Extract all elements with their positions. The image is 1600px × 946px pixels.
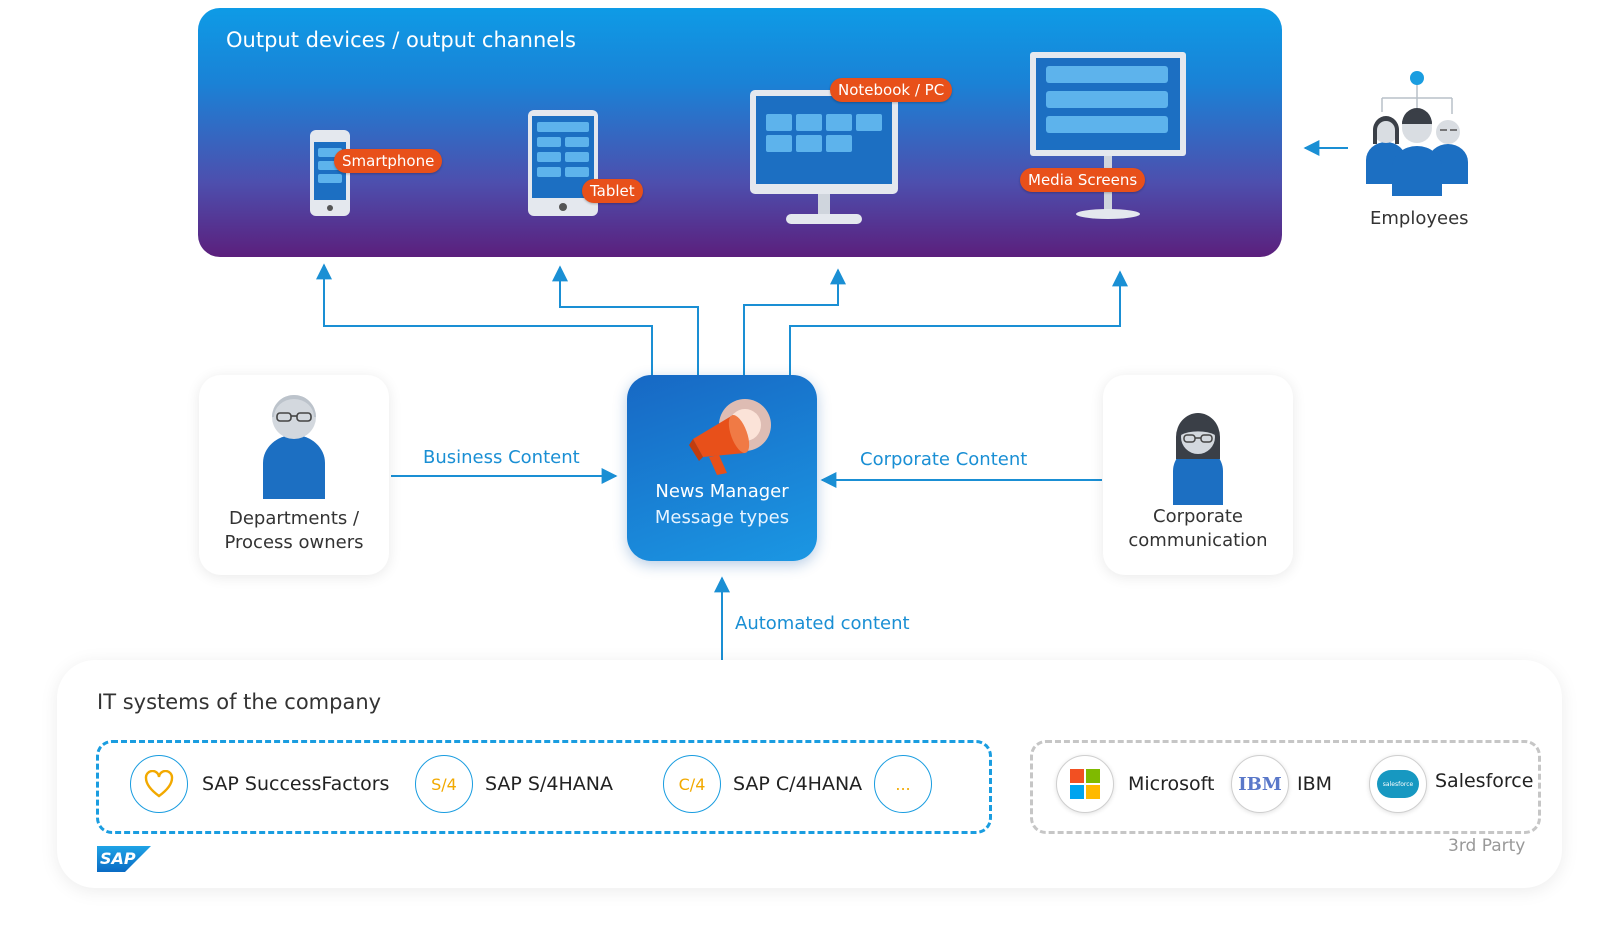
output-devices-panel: Output devices / output channels Smartph… (198, 8, 1282, 257)
business-content-label: Business Content (423, 447, 580, 468)
arrow-to-notebook (743, 268, 846, 375)
salesforce-label: Salesforce (1435, 770, 1534, 792)
corporate-label-line1: Corporate (1153, 506, 1243, 527)
sap-successfactors-label: SAP SuccessFactors (202, 773, 390, 795)
media-screen-icon (1030, 52, 1186, 219)
ibm-label: IBM (1297, 773, 1333, 795)
departments-label-line1: Departments / (228, 508, 360, 529)
corporate-label-line2: communication (1128, 530, 1268, 551)
ibm-icon: IBM (1231, 755, 1289, 813)
third-party-group: Microsoft IBM IBM salesforce Salesforce (1030, 740, 1541, 834)
s4-icon: S/4 (415, 755, 473, 813)
microsoft-label: Microsoft (1128, 773, 1215, 795)
hub-subtitle: Message types (654, 507, 790, 528)
arrow-to-tablet (552, 265, 699, 375)
employees-icon (1366, 71, 1468, 196)
arrow-to-media-screens (789, 270, 1128, 375)
departments-label-line2: Process owners (224, 532, 364, 553)
sap-logo-text: SAP (100, 849, 136, 868)
hub-title: News Manager (655, 481, 789, 502)
microsoft-icon (1056, 755, 1114, 813)
sap-logo: SAP (97, 846, 151, 872)
corporate-communication-card: Corporate communication (1103, 375, 1293, 575)
employees-label: Employees (1370, 208, 1469, 229)
tablet-tag: Tablet (582, 179, 643, 203)
it-systems-title: IT systems of the company (97, 690, 382, 714)
heart-icon (130, 755, 188, 813)
more-icon: ... (874, 755, 932, 813)
c4-icon: C/4 (663, 755, 721, 813)
sap-systems-group: SAP SuccessFactors S/4 SAP S/4HANA C/4 S… (96, 740, 992, 834)
person-woman-icon (1173, 413, 1223, 505)
news-manager-hub: News Manager Message types (627, 375, 817, 561)
person-glasses-icon (263, 395, 325, 499)
smartphone-icon (310, 130, 350, 216)
media-screens-tag: Media Screens (1020, 168, 1146, 192)
third-party-label: 3rd Party (1448, 836, 1526, 856)
megaphone-icon (689, 399, 771, 475)
automated-content-label: Automated content (735, 613, 910, 634)
salesforce-icon: salesforce (1369, 755, 1427, 813)
panel-title: Output devices / output channels (226, 28, 576, 52)
departments-card: Departments / Process owners (199, 375, 389, 575)
monitor-icon (750, 90, 898, 224)
smartphone-tag: Smartphone (334, 149, 443, 173)
it-systems-panel: IT systems of the company SAP SuccessFac… (57, 660, 1562, 888)
salesforce-cloud: salesforce (1377, 770, 1419, 798)
arrow-to-smartphone (316, 263, 653, 375)
tablet-icon (528, 110, 598, 216)
corporate-content-label: Corporate Content (860, 449, 1028, 470)
notebook-tag: Notebook / PC (830, 78, 953, 102)
sap-c4hana-label: SAP C/4HANA (733, 773, 863, 795)
sap-s4hana-label: SAP S/4HANA (485, 773, 613, 795)
